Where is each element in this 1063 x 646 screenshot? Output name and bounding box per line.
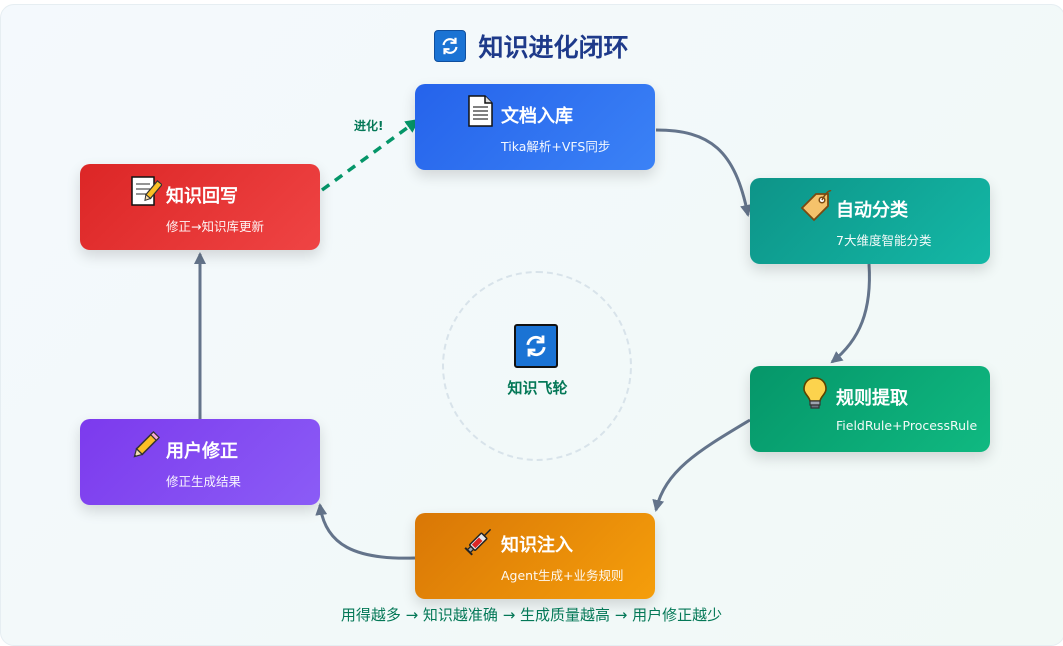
- node-subtitle: 修正生成结果: [166, 474, 242, 489]
- lightbulb-icon: [798, 376, 832, 410]
- flywheel-label: 知识飞轮: [507, 379, 568, 397]
- node-user-correction: 用户修正 修正生成结果: [80, 419, 320, 505]
- arrow-writeback-to-doc: [320, 118, 420, 192]
- title-text: 知识进化闭环: [478, 33, 629, 62]
- arrow-inject-to-fix: [315, 503, 416, 560]
- node-title: 文档入库: [501, 106, 573, 127]
- flywheel-ring: [442, 271, 632, 461]
- node-subtitle: FieldRule+ProcessRule: [836, 418, 978, 433]
- memo-icon: [128, 174, 163, 208]
- node-knowledge-writeback: 知识回写 修正→知识库更新: [80, 164, 320, 250]
- node-subtitle: Agent生成+业务规则: [501, 568, 624, 583]
- node-knowledge-injection: 知识注入 Agent生成+业务规则: [415, 513, 655, 599]
- node-document-ingest: 文档入库 Tika解析+VFS同步: [415, 84, 655, 170]
- node-title: 自动分类: [836, 200, 908, 221]
- node-subtitle: Tika解析+VFS同步: [501, 139, 611, 154]
- pencil-icon: [128, 429, 162, 463]
- diagram-title: 知识进化闭环: [0, 28, 1063, 64]
- sync-icon: [434, 30, 467, 62]
- node-subtitle: 7大维度智能分类: [836, 233, 932, 248]
- tag-icon: [798, 188, 832, 222]
- node-auto-classify: 自动分类 7大维度智能分类: [750, 178, 990, 264]
- syringe-icon: [463, 523, 497, 557]
- arrow-doc-to-classify: [655, 128, 752, 217]
- node-rule-extraction: 规则提取 FieldRule+ProcessRule: [750, 366, 990, 452]
- arrow-rule-to-inject: [652, 418, 751, 512]
- document-icon: [463, 94, 497, 128]
- sync-icon: [514, 324, 558, 368]
- arrow-classify-to-rule: [830, 263, 871, 364]
- node-title: 用户修正: [166, 441, 238, 462]
- footer-summary: 用得越多 → 知识越准确 → 生成质量越高 → 用户修正越少: [340, 606, 723, 624]
- node-title: 知识回写: [166, 186, 238, 207]
- node-title: 知识注入: [501, 535, 573, 556]
- evolve-label: 进化!: [354, 119, 384, 133]
- node-subtitle: 修正→知识库更新: [166, 219, 264, 234]
- node-title: 规则提取: [836, 388, 908, 409]
